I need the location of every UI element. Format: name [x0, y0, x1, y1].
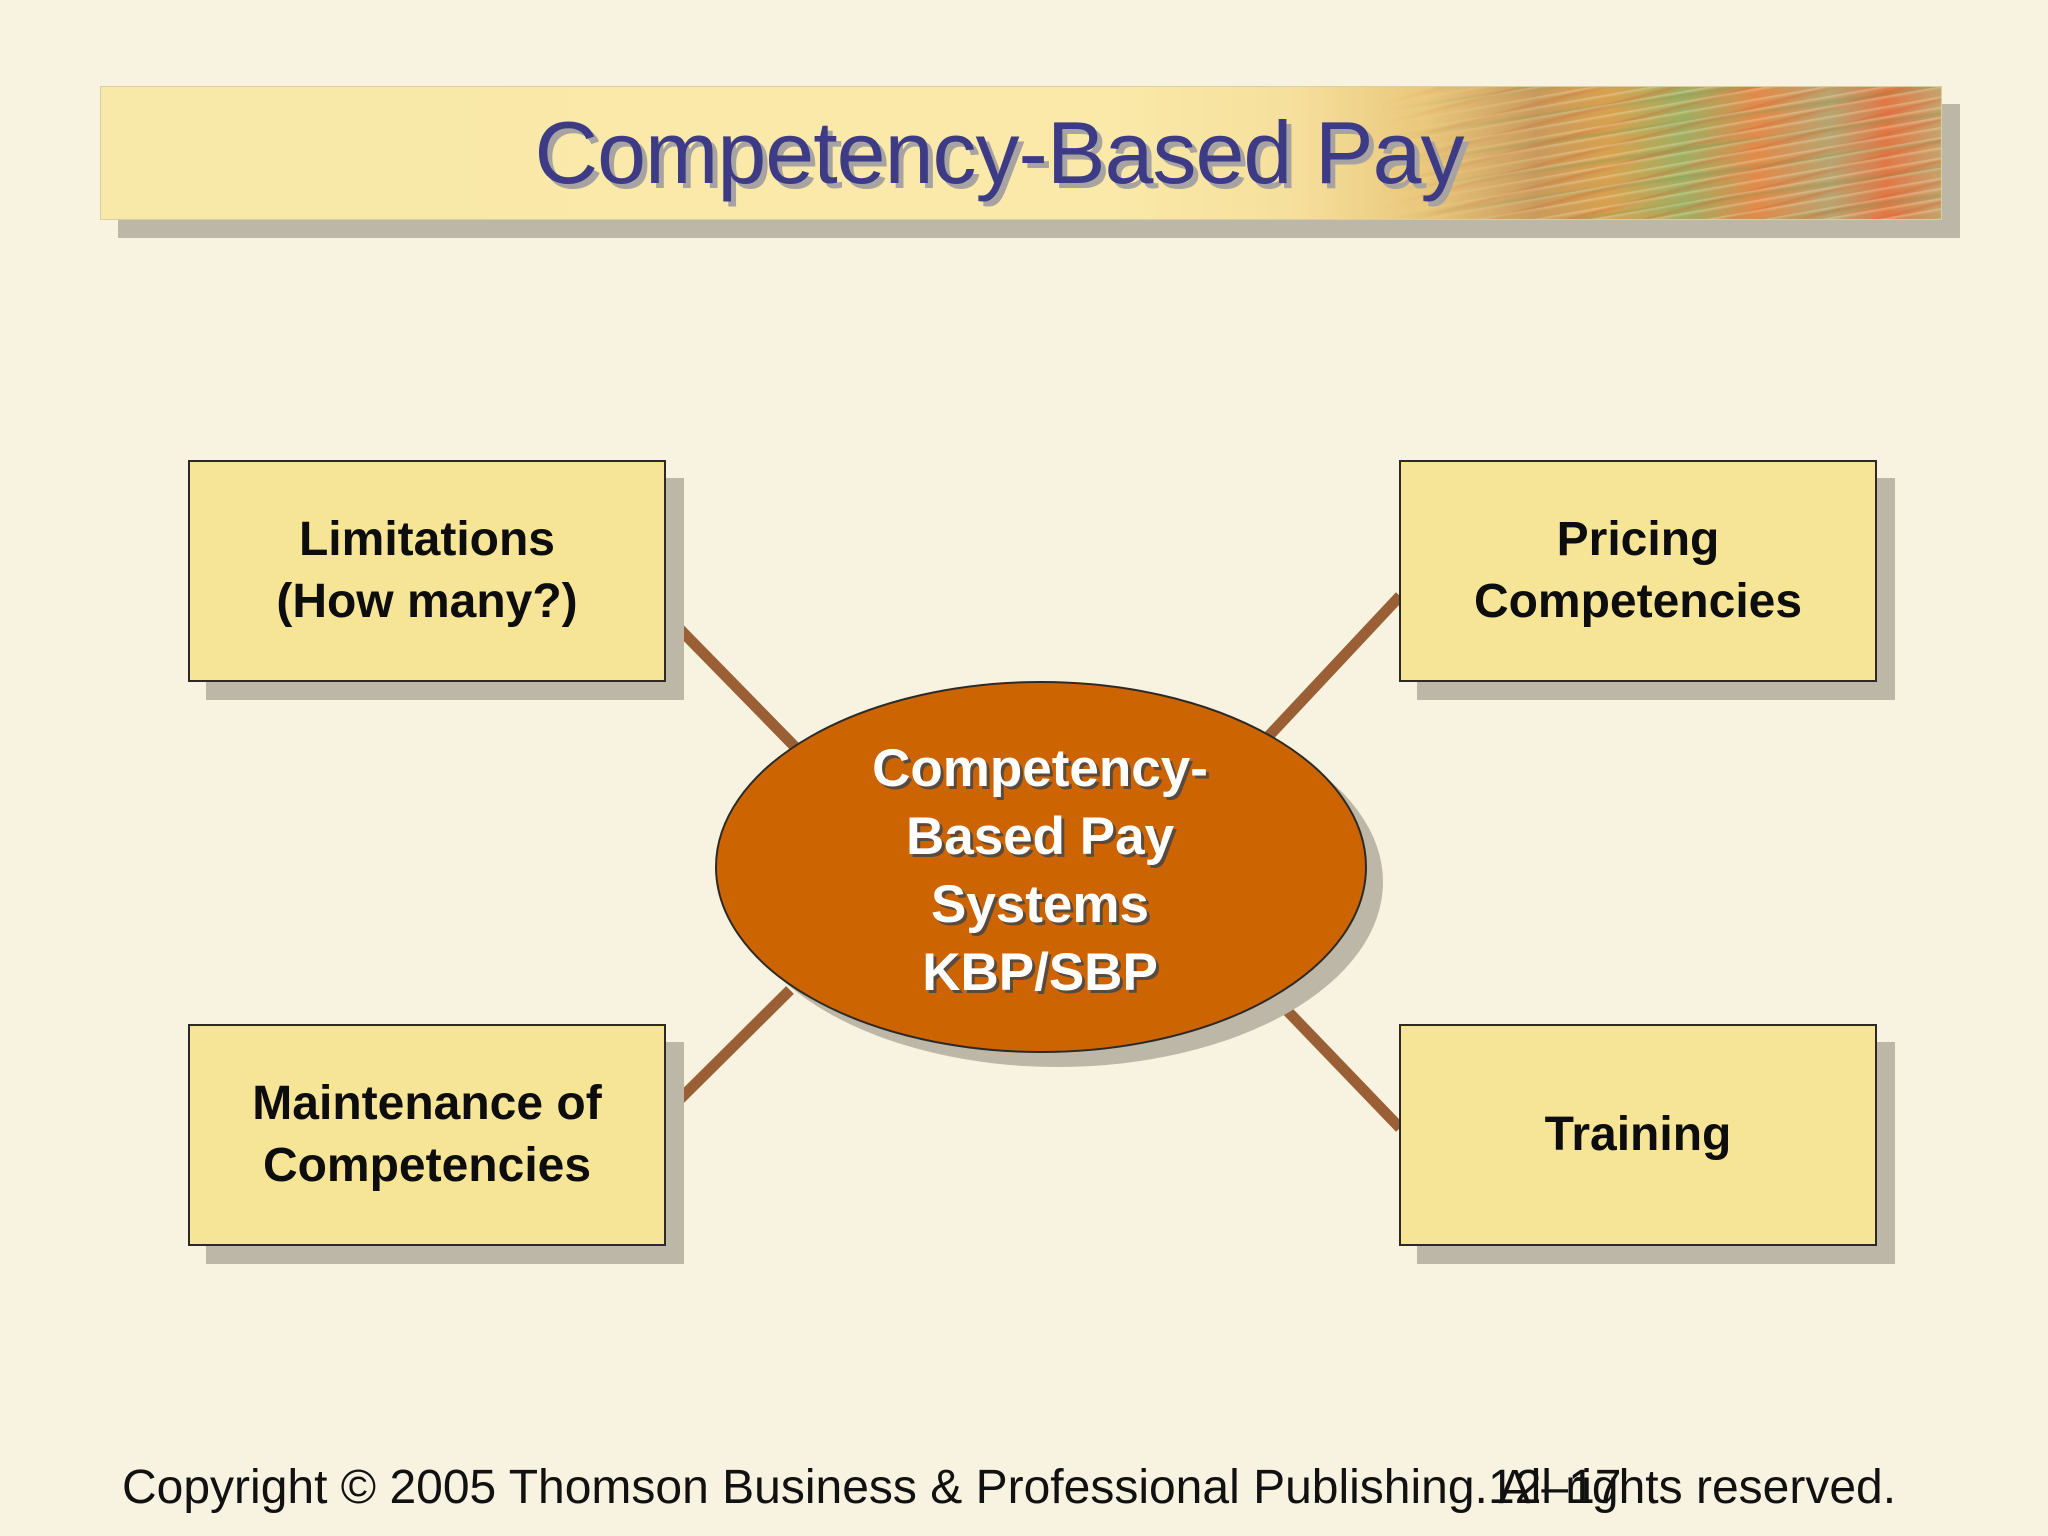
box-training-label: Training [1544, 1108, 1732, 1161]
page-number: 12–17 [1488, 1461, 1622, 1514]
connector-bottom-right [1271, 994, 1404, 1132]
box-limitations-label: Limitations (How many?) [276, 513, 578, 628]
slide-title-text: Competency-Based Pay [534, 103, 1465, 202]
connector-top-right [1260, 592, 1405, 744]
copyright-footer: Copyright © 2005 Thomson Business & Prof… [122, 1461, 1897, 1514]
box-maintenance-label: Maintenance of Competencies [252, 1077, 602, 1192]
box-limitations: Limitations (How many?) [188, 460, 666, 682]
slide-title: Competency-Based Pay [100, 86, 1942, 220]
box-pricing-label: Pricing Competencies [1473, 513, 1803, 628]
title-decorative-streaks [1381, 87, 1941, 219]
connector-top-left [662, 611, 804, 756]
box-maintenance-of-competencies: Maintenance of Competencies [188, 1024, 666, 1246]
connector-bottom-left [662, 986, 794, 1117]
box-training: Training [1399, 1024, 1877, 1246]
center-ellipse [715, 681, 1367, 1053]
box-pricing-competencies: Pricing Competencies [1399, 460, 1877, 682]
center-label: Competency- Based Pay Systems KBP/SBP [872, 739, 1208, 1002]
title-bar [100, 86, 1942, 220]
